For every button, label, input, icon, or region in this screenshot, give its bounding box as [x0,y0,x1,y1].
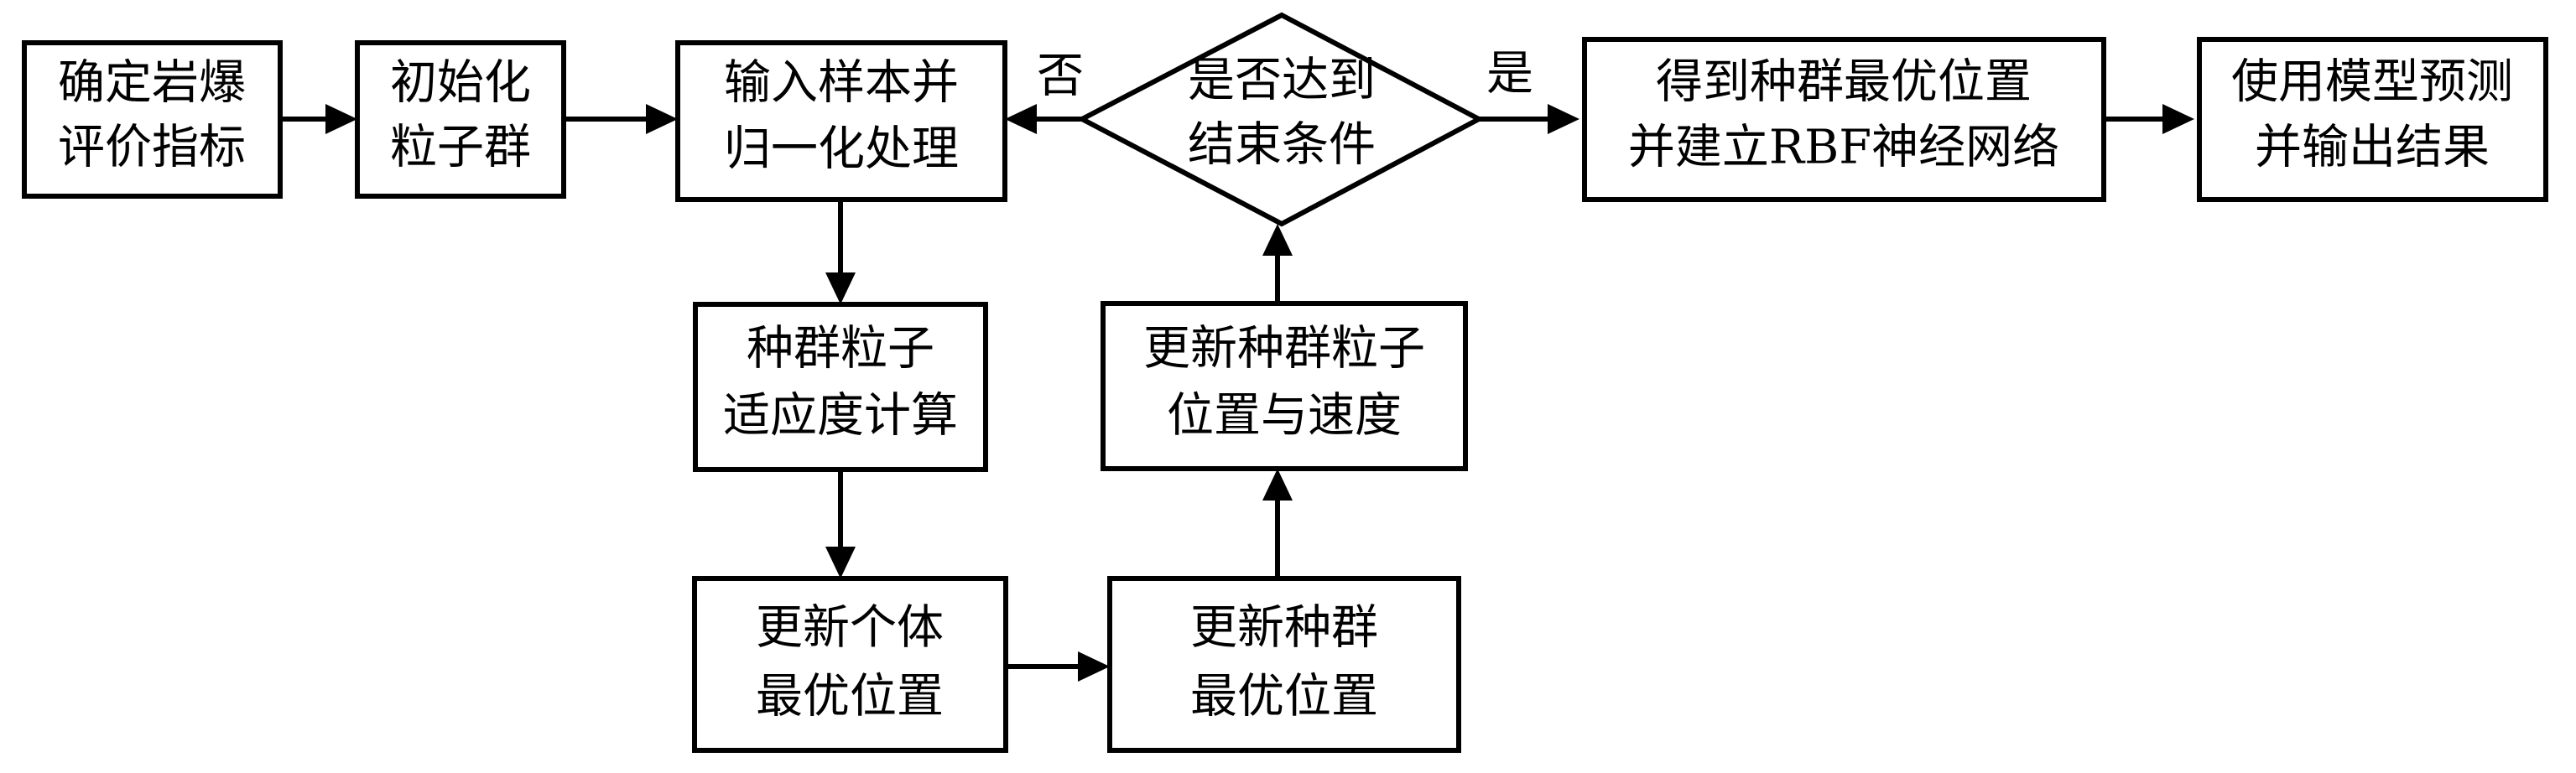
node-predict-output-line1: 使用模型预测 [2231,55,2513,110]
node-build-rbf-line1: 得到种群最优位置 [1656,55,2032,110]
node-end-condition: 是否达到 结束条件 [1076,12,1485,227]
node-update-individual-best-line1: 更新个体 [756,601,944,656]
connectors [280,104,2194,682]
node-input-normalize-line2: 归一化处理 [724,122,959,177]
node-fitness: 种群粒子 适应度计算 [693,302,988,472]
node-update-population-best: 更新种群 最优位置 [1107,576,1461,753]
node-input-normalize: 输入样本并 归一化处理 [675,40,1007,202]
label-yes: 是 [1486,47,1533,101]
node-predict-output-line2: 并输出结果 [2255,121,2490,175]
node-determine-indicators-line1: 确定岩爆 [58,56,246,111]
arrowhead-population-to-update [1262,469,1293,501]
node-input-normalize-line1: 输入样本并 [724,56,959,111]
arrowhead-rbf-to-predict [2162,104,2194,134]
node-init-particles-line1: 初始化 [390,56,531,111]
node-end-condition-line1: 是否达到 [1188,54,1376,108]
node-update-position-velocity: 更新种群粒子 位置与速度 [1101,301,1468,471]
node-determine-indicators: 确定岩爆 评价指标 [22,40,283,199]
arrowhead-init-to-input [646,104,678,134]
node-fitness-line2: 适应度计算 [723,389,958,444]
node-update-individual-best: 更新个体 最优位置 [692,576,1008,753]
arrowhead-decision-no-to-input [1005,104,1037,134]
arrowhead-input-to-fitness [825,272,856,304]
node-update-population-best-line1: 更新种群 [1190,601,1378,656]
node-predict-output: 使用模型预测 并输出结果 [2197,37,2548,202]
arrowhead-indicators-to-init [325,104,357,134]
node-update-population-best-line2: 最优位置 [1190,670,1378,724]
node-update-position-velocity-line2: 位置与速度 [1167,389,1402,444]
arrowhead-update-to-decision [1262,224,1293,256]
node-init-particles-line2: 粒子群 [390,121,531,175]
node-build-rbf-line2: 并建立RBF神经网络 [1628,121,2059,175]
node-init-particles: 初始化 粒子群 [355,40,566,199]
node-end-condition-line2: 结束条件 [1188,118,1376,173]
node-update-position-velocity-line1: 更新种群粒子 [1143,322,1425,376]
label-no: 否 [1037,49,1084,104]
node-fitness-line1: 种群粒子 [747,322,934,376]
node-build-rbf: 得到种群最优位置 并建立RBF神经网络 [1582,37,2106,202]
node-determine-indicators-line2: 评价指标 [58,121,246,175]
arrowhead-individual-to-population [1078,651,1110,682]
arrowhead-fitness-to-individual [825,547,856,578]
node-update-individual-best-line2: 最优位置 [756,670,944,724]
arrowhead-decision-yes-to-rbf [1548,104,1579,134]
